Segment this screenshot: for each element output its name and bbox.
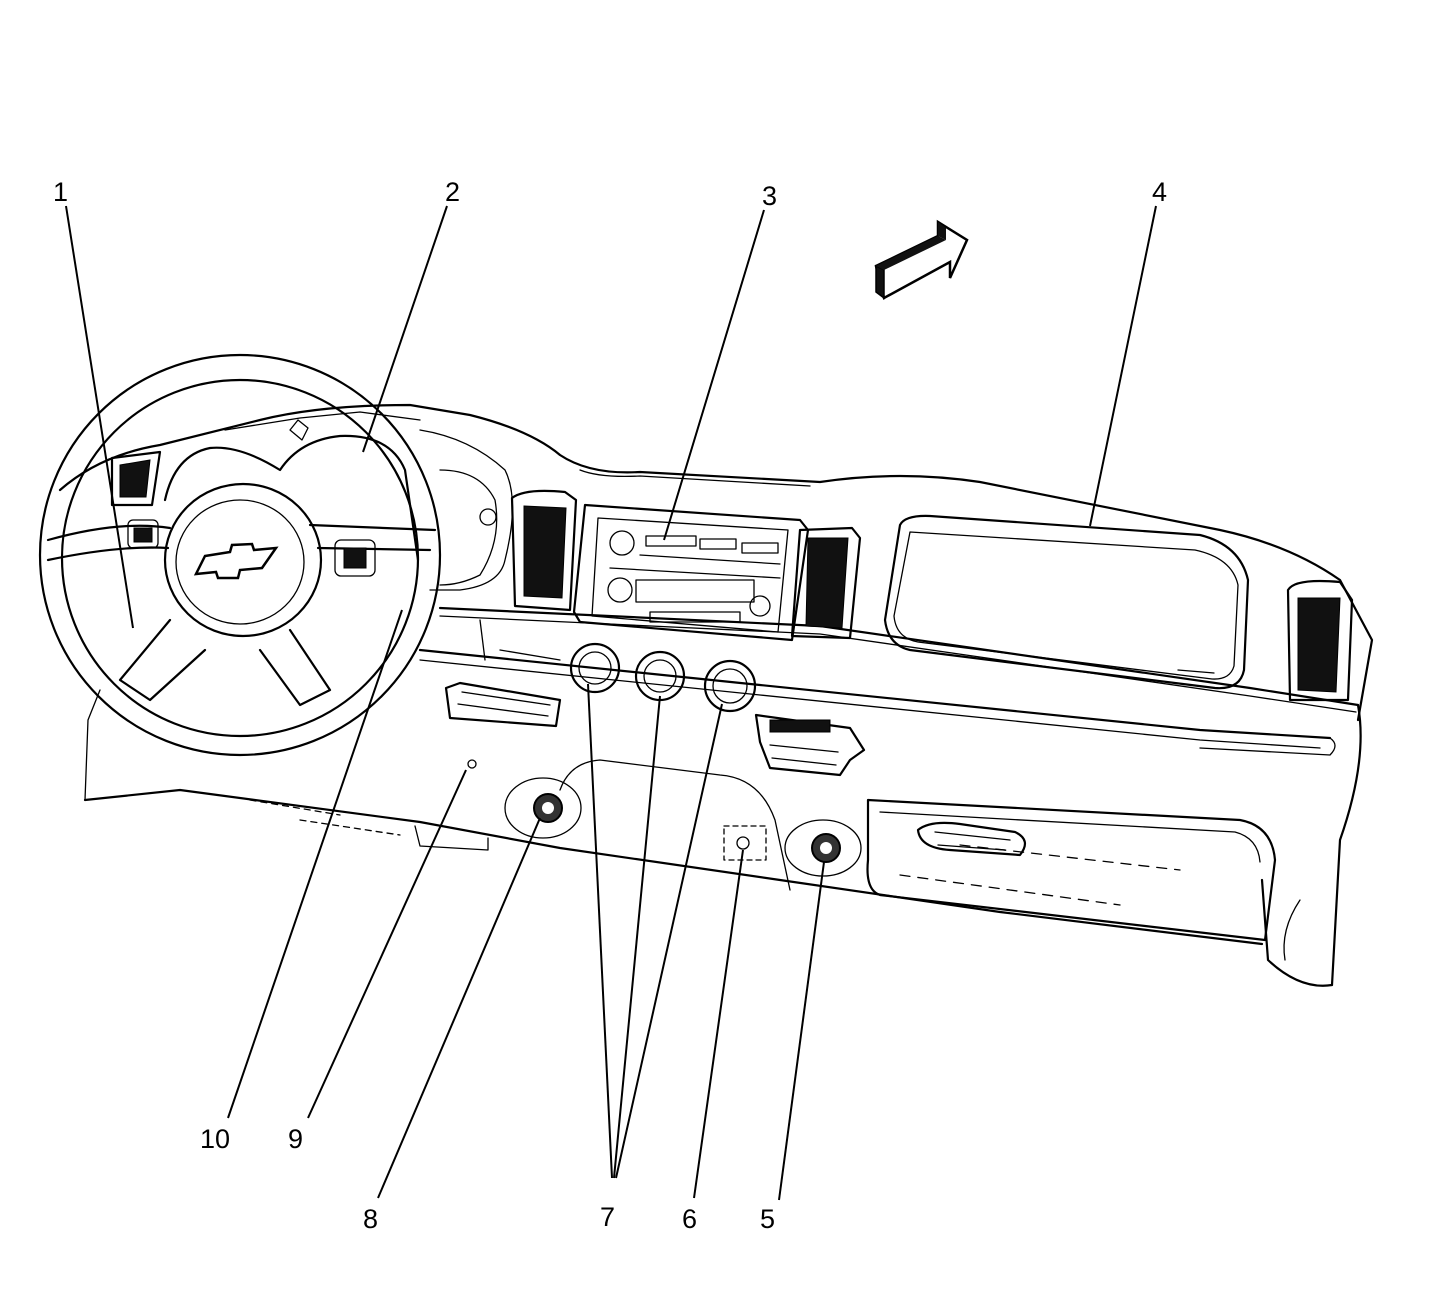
instrument-cluster [163, 411, 514, 591]
callout-4: 4 [1152, 177, 1167, 207]
leader-lines [65, 205, 1157, 1201]
callout-7: 7 [600, 1202, 615, 1232]
instrument-panel-outline [58, 403, 1374, 987]
callout-3: 3 [762, 181, 777, 211]
bowtie-emblem-icon [193, 542, 279, 580]
sensor-plug [723, 825, 767, 861]
callout-labels: 1 2 3 4 5 6 7 8 9 10 [53, 177, 1167, 1234]
forward-direction-arrow-icon [874, 219, 969, 300]
radio-unit [572, 503, 810, 642]
callout-1: 1 [53, 177, 68, 207]
air-vent-center-left [510, 489, 578, 612]
callout-10: 10 [200, 1124, 230, 1154]
callout-5: 5 [760, 1204, 775, 1234]
accessory-outlet-right [784, 819, 862, 877]
callout-9: 9 [288, 1124, 303, 1154]
callout-6: 6 [682, 1204, 697, 1234]
air-vent-right-outer [1286, 579, 1354, 702]
air-vent-left-outer [110, 450, 162, 507]
air-vent-center-right [790, 526, 862, 640]
steering-wheel [38, 353, 442, 757]
small-fastener [467, 759, 477, 769]
instrument-panel-trim-plate [883, 514, 1250, 690]
callout-2: 2 [445, 177, 460, 207]
hvac-control-knobs [569, 642, 757, 713]
callout-8: 8 [363, 1204, 378, 1234]
accessory-outlet-left [504, 777, 582, 839]
